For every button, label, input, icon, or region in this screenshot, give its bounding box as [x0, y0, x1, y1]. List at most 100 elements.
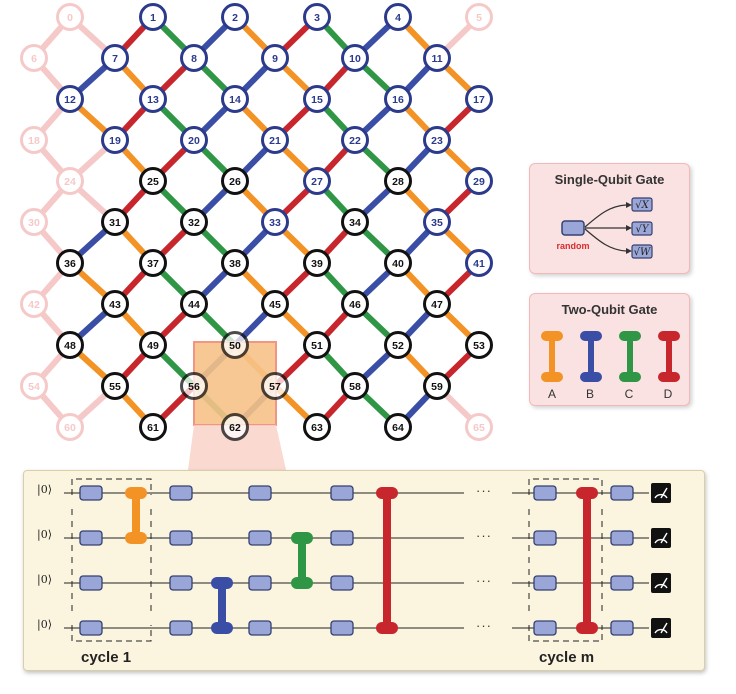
qubit-label: 36: [64, 258, 76, 270]
circuit-diagram: [64, 478, 671, 642]
qubit-22: 22: [341, 126, 369, 154]
qubit-28: 28: [384, 167, 412, 195]
single-qubit-gate: [248, 575, 272, 591]
qubit-label: 22: [349, 135, 361, 147]
qubit-label: 8: [191, 53, 197, 65]
qubit-label: 11: [431, 53, 442, 65]
qubit-label: 9: [272, 53, 278, 65]
qubit-29: 29: [465, 167, 493, 195]
qubit-56: 56: [180, 372, 208, 400]
qubit-1: 1: [139, 3, 167, 31]
qubit-27: 27: [303, 167, 331, 195]
qubit-2: 2: [221, 3, 249, 31]
qubit-31: 31: [101, 208, 129, 236]
qubit-label: 43: [109, 299, 121, 311]
circuit-panel: |0⟩ |0⟩ |0⟩ |0⟩ ··· ··· ··· ··· cycle 1 …: [23, 470, 705, 671]
gate-label-a: A: [547, 387, 556, 401]
qubit-label: 60: [64, 422, 76, 434]
qubit-label: 45: [269, 299, 281, 311]
measurement-icon: [651, 618, 671, 638]
single-qubit-gate: [79, 620, 103, 636]
qubit-label: 62: [229, 422, 241, 434]
single-qubit-gate: [533, 620, 557, 636]
two-qubit-gate: [376, 487, 398, 634]
single-qubit-gate: [533, 575, 557, 591]
qubit-62: 62: [221, 413, 249, 441]
qubit-label: 14: [229, 94, 241, 106]
qubit-61: 61: [139, 413, 167, 441]
qubit-label: 21: [269, 135, 281, 147]
two-qubit-gate-icon-c: [619, 331, 641, 382]
qubit-label: 1: [150, 12, 156, 24]
single-qubit-gate: [330, 485, 354, 501]
qubit-0: 0: [56, 3, 84, 31]
measurement-icon: [651, 528, 671, 548]
qubit-44: 44: [180, 290, 208, 318]
qubit-label: 26: [229, 176, 241, 188]
qubit-50: 50: [221, 331, 249, 359]
random-label: random: [556, 241, 589, 251]
qubit-label: 0: [67, 12, 73, 24]
qubit-label: 23: [431, 135, 443, 147]
qubit-46: 46: [341, 290, 369, 318]
ellipsis: ···: [476, 483, 492, 498]
gate-label-d: D: [663, 387, 673, 401]
single-qubit-gate: [248, 485, 272, 501]
single-qubit-gate: [169, 620, 193, 636]
qubit-4: 4: [384, 3, 412, 31]
qubit-64: 64: [384, 413, 412, 441]
two-qubit-gate-icon-b: [580, 331, 602, 382]
qubit-8: 8: [180, 44, 208, 72]
qubit-58: 58: [341, 372, 369, 400]
qubit-11: 11: [423, 44, 451, 72]
gate-sqrt-x: √X: [635, 200, 649, 211]
qubit-5: 5: [465, 3, 493, 31]
cycle-bracket: [71, 478, 152, 642]
qubit-6: 6: [20, 44, 48, 72]
measurement-icon: [651, 573, 671, 593]
qubit-label: 57: [269, 381, 281, 393]
single-qubit-gate: [610, 575, 634, 591]
qubit-label: 19: [109, 135, 121, 147]
two-qubit-gate-legend: Two-Qubit Gate A B C D: [529, 293, 690, 406]
qubit-9: 9: [261, 44, 289, 72]
qubit-label: 29: [473, 176, 485, 188]
ellipsis: ···: [476, 573, 492, 588]
single-qubit-gate: [610, 485, 634, 501]
qubit-label: 12: [64, 94, 76, 106]
single-qubit-gate: [79, 530, 103, 546]
qubit-label: 2: [232, 12, 238, 24]
qubit-label: 51: [311, 340, 323, 352]
qubit-label: 52: [392, 340, 404, 352]
single-qubit-gate: [533, 485, 557, 501]
qubit-label: 40: [392, 258, 404, 270]
qubit-25: 25: [139, 167, 167, 195]
qubit-label: 25: [147, 176, 159, 188]
measurement-icon: [651, 483, 671, 503]
qubit-60: 60: [56, 413, 84, 441]
qubit-34: 34: [341, 208, 369, 236]
qubit-label: 42: [28, 299, 40, 311]
qubit-label: 39: [311, 258, 323, 270]
ellipsis: ···: [476, 618, 492, 633]
qubit-45: 45: [261, 290, 289, 318]
single-qubit-gate: [169, 575, 193, 591]
qubit-label: 53: [473, 340, 485, 352]
single-qubit-gate: [248, 530, 272, 546]
qubit-7: 7: [101, 44, 129, 72]
ellipsis: ···: [476, 528, 492, 543]
qubit-35: 35: [423, 208, 451, 236]
qubit-42: 42: [20, 290, 48, 318]
qubit-label: 17: [473, 94, 485, 106]
ket-zero: |0⟩: [37, 528, 52, 541]
qubit-label: 49: [147, 340, 159, 352]
qubit-label: 5: [476, 12, 482, 24]
qubit-14: 14: [221, 85, 249, 113]
qubit-label: 6: [31, 53, 37, 65]
single-qubit-gate: [330, 530, 354, 546]
qubit-label: 31: [109, 217, 121, 229]
two-qubit-gate: [125, 487, 147, 544]
qubit-label: 37: [147, 258, 159, 270]
